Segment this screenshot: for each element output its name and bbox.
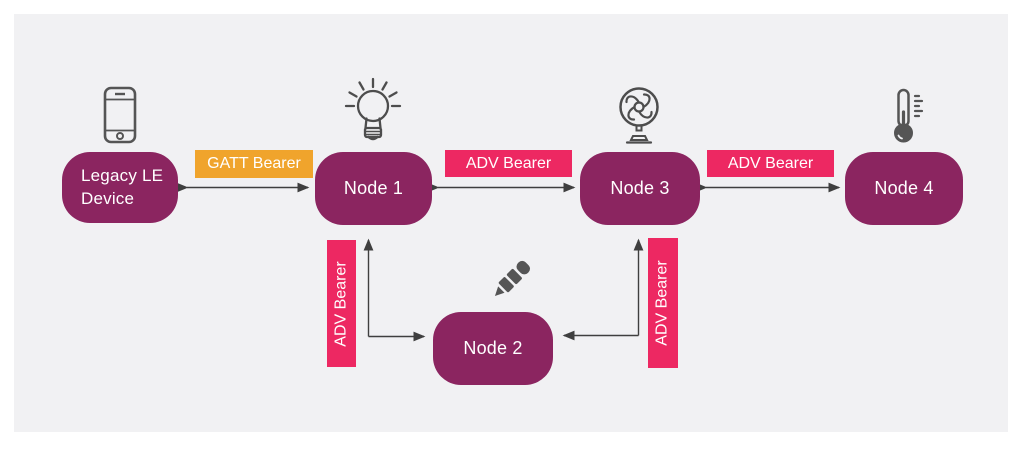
adv-bearer-text: ADV Bearer — [654, 260, 671, 346]
adv-bearer-text: ADV Bearer — [727, 154, 814, 172]
node-legacy-label: Legacy LE Device — [81, 166, 164, 208]
node1-node2-elbow-arrow — [363, 238, 426, 342]
node-3-label: Node 3 — [610, 178, 670, 198]
node-1: Node 1 — [315, 152, 432, 225]
adv-bearer-label-node3-node2: ADV Bearer — [648, 238, 678, 368]
node-2-label: Node 2 — [463, 338, 523, 358]
smartphone-icon — [103, 86, 137, 144]
node-4: Node 4 — [845, 152, 963, 225]
cfl-bulb-icon — [494, 260, 531, 296]
adv-bearer-text: ADV Bearer — [465, 154, 552, 172]
adv-bearer-label-node3-node4: ADV Bearer — [707, 150, 834, 177]
node-3: Node 3 — [580, 152, 700, 225]
node-legacy-le-device: Legacy LE Device — [62, 152, 178, 223]
thermometer-icon — [894, 88, 924, 143]
adv-bearer-label-node1-node3: ADV Bearer — [445, 150, 572, 177]
lightbulb-icon — [344, 77, 402, 141]
adv-bearer-label-node1-node2: ADV Bearer — [327, 240, 356, 367]
gatt-bearer-text: GATT Bearer — [207, 155, 301, 172]
node-2: Node 2 — [433, 312, 553, 385]
gatt-bearer-label: GATT Bearer — [195, 150, 313, 178]
node3-node2-elbow-arrow — [562, 238, 644, 341]
adv-bearer-text: ADV Bearer — [332, 260, 350, 347]
node-1-label: Node 1 — [343, 178, 404, 198]
fan-icon — [619, 87, 659, 144]
node-4-label: Node 4 — [874, 178, 934, 198]
